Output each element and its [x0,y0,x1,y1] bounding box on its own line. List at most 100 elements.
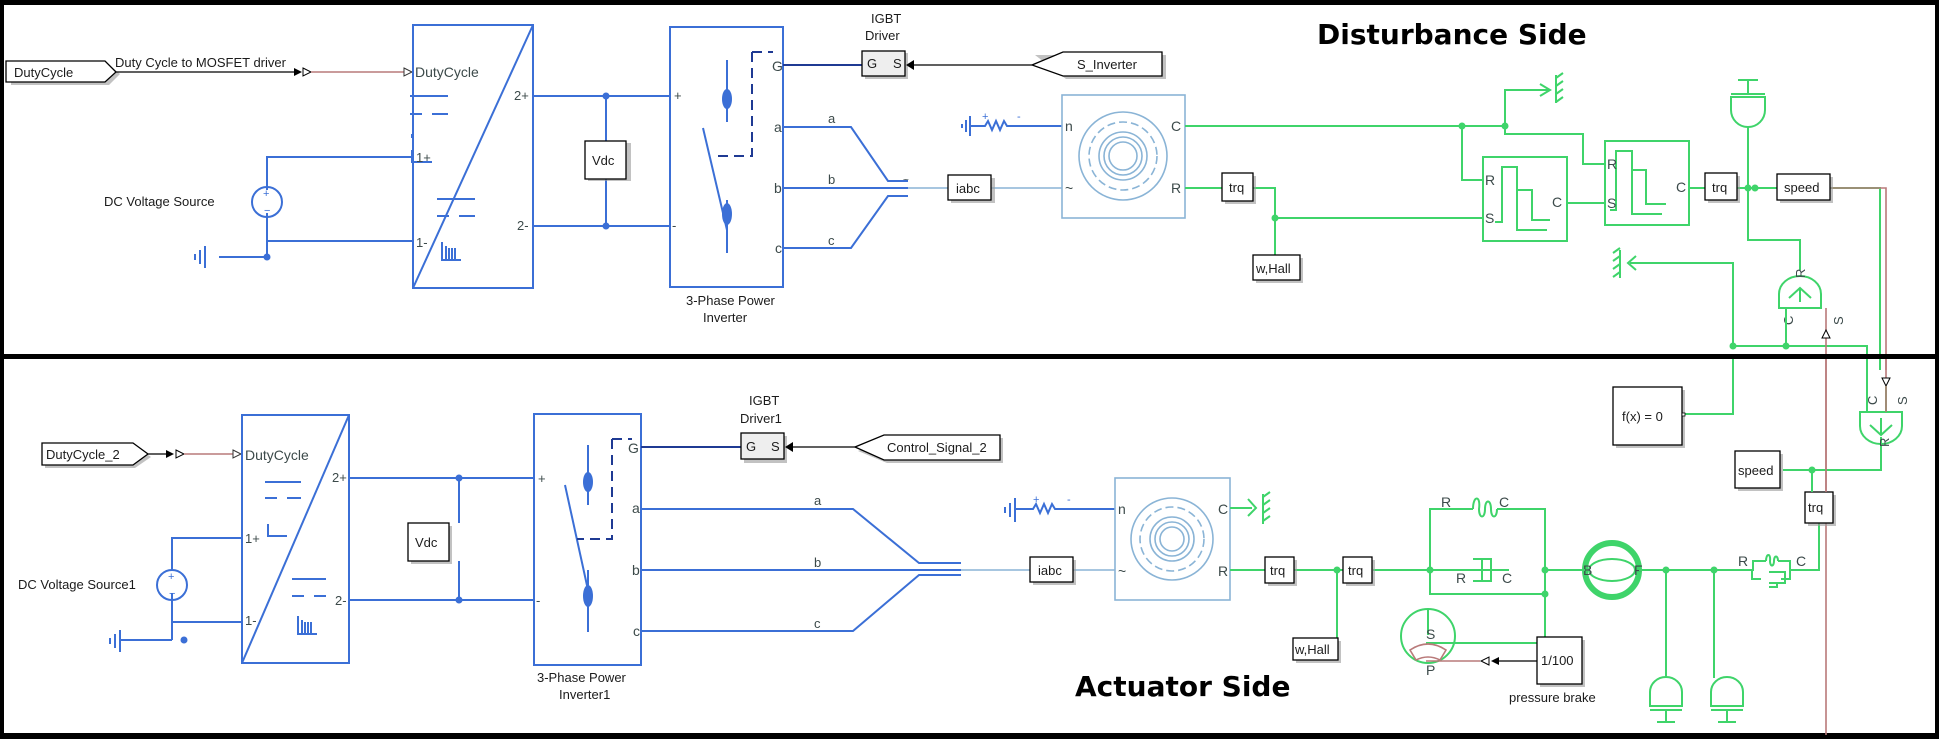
inv2-g: G [628,440,639,456]
inverter2-label-2: Inverter1 [559,687,610,702]
s-inverter-label: S_Inverter [1077,57,1138,72]
resistor-icon [1015,501,1115,516]
belt-b: B [1583,562,1592,578]
port-2plus: 2+ [514,88,529,103]
vdc-label: Vdc [592,153,615,168]
vdc-sensor[interactable]: Vdc [584,140,631,181]
bldc-motor[interactable] [1061,94,1186,219]
clutch-icon [1473,558,1509,582]
ps-converter-icon [302,67,313,77]
trq-goto-b1[interactable]: trq [1264,556,1297,586]
inv2-plus: + [538,471,546,486]
dc-voltage-source-2-label: DC Voltage Source1 [18,577,136,592]
inverter-label-2: Inverter [703,310,748,325]
inv2-c: c [633,623,640,639]
brake-p: P [1426,662,1435,678]
res-plus: + [982,111,988,123]
trq2-goto[interactable]: trq [1704,172,1740,203]
duty-cycle-2-from-tag[interactable]: DutyCycle_2 [41,442,151,468]
motor2-n: n [1118,501,1126,517]
src2-r: R [1877,438,1892,447]
shaft-compliance-icon [1751,554,1791,588]
bldc-motor-2[interactable] [1114,477,1231,601]
port2-2minus: 2- [335,593,347,608]
igbt-driver[interactable]: G S [861,50,908,79]
port-1plus: 1+ [416,150,431,165]
duty-signal-label: Duty Cycle to MOSFET driver [115,55,287,70]
speed-goto[interactable]: speed [1776,173,1833,203]
solver-configuration[interactable]: f(x) = 0 [1612,386,1686,448]
src2-s: S [1895,396,1910,405]
rotational-friction-2[interactable] [1604,140,1690,226]
spring-icon [1472,497,1498,518]
igbt1-g: G [746,439,756,454]
igbt-label: IGBT [871,11,901,26]
speed-goto-2[interactable]: speed [1734,450,1783,491]
port2-1plus: 1+ [245,531,260,546]
gain-label: 1/100 [1541,653,1574,668]
mechanical-reference-icon [1612,247,1637,278]
clutch-c: C [1502,570,1512,586]
s-inverter-from-tag[interactable]: S_Inverter [1030,51,1166,79]
pressure-gain-block[interactable]: 1/100 [1536,636,1585,687]
whall-goto[interactable]: w,Hall [1252,254,1303,283]
trq-goto-b3[interactable]: trq [1804,491,1836,526]
friction1-c: C [1552,194,1562,210]
three-phase-inverter-2[interactable] [533,413,642,666]
phase-b-label: b [828,172,835,187]
friction2-r: R [1607,156,1617,172]
trq-b3-label: trq [1808,500,1823,515]
igbt-driver-1[interactable]: G S [740,432,787,463]
iabc-goto[interactable]: iabc [947,174,995,203]
igbt-g: G [867,56,877,71]
friction2-c: C [1676,179,1686,195]
control-signal-2-label: Control_Signal_2 [887,440,987,455]
svg-text:~: ~ [903,175,909,186]
dc-dc-converter[interactable] [410,24,534,289]
arrow-icon [906,60,914,70]
res-minus: - [1017,111,1021,123]
arrow-icon [294,68,302,76]
inv-minus: - [672,218,676,233]
phase-wires [783,126,908,249]
resistor-icon [970,118,1062,133]
converter2-duty-port: DutyCycle [245,447,309,463]
phase2-b-label: b [814,555,821,570]
compliance-c: C [1796,553,1806,569]
mechanical-reference-icon [1539,72,1564,103]
ideal-velocity-source-icon[interactable] [1778,275,1822,309]
igbt1-label: IGBT [749,393,779,408]
three-phase-inverter[interactable] [669,26,784,288]
control-signal-2-from-tag[interactable]: Control_Signal_2 [853,434,1003,463]
src-s: S [1831,316,1846,325]
inv2-b: b [632,562,640,578]
trq-goto[interactable]: trq [1221,172,1256,204]
src2-c: C [1865,396,1880,405]
trq-goto-b2[interactable]: trq [1342,556,1375,586]
rotational-friction-1[interactable] [1482,156,1568,242]
ground-icon [109,630,121,652]
dc-voltage-source-icon[interactable] [251,186,283,218]
spring-r: R [1441,494,1451,510]
belt-drive-icon[interactable] [1582,540,1642,600]
duty-cycle-from-tag[interactable]: DutyCycle [5,60,120,85]
whall-goto-2[interactable]: w,Hall [1292,637,1341,663]
belt-f: F [1634,562,1643,578]
port2-2plus: 2+ [332,470,347,485]
vdc-sensor-2[interactable]: Vdc [407,522,452,564]
speed2-label: speed [1738,463,1773,478]
ideal-torque-sensor-icon[interactable] [1859,411,1903,445]
iabc-goto-2[interactable]: iabc [1029,556,1076,585]
solver-label: f(x) = 0 [1622,409,1663,424]
clutch-r: R [1456,570,1466,586]
motor-r: R [1171,180,1181,196]
iabc2-label: iabc [1038,563,1062,578]
dc-voltage-source-2-icon[interactable] [156,569,188,601]
ground-icon [194,246,206,268]
brake-icon[interactable] [1400,608,1456,664]
motor2-r: R [1218,563,1228,579]
inv-g: G [772,58,783,74]
duty-cycle-2-label: DutyCycle_2 [46,447,120,462]
igbt-label-2: Driver [865,28,900,43]
duty-cycle-tag-label: DutyCycle [14,65,73,80]
